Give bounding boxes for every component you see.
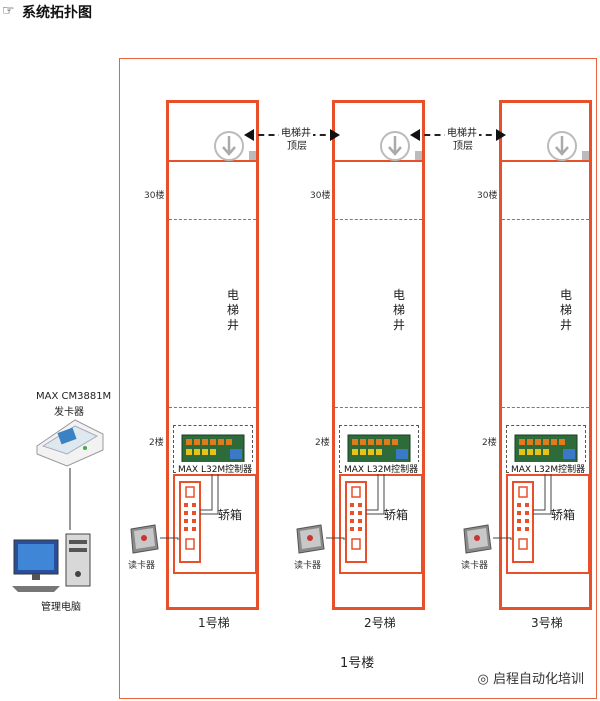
shaft-top-sublabel: 顶层 [451,137,475,152]
panel-buttons-icon [517,486,529,550]
floor-button-panel [179,481,201,563]
card-reader-label: 读卡器 [294,561,322,571]
car-label: 轿箱 [384,508,409,522]
floor-button-panel [512,481,534,563]
arrow-right-icon [330,129,340,141]
wiring-lines [326,474,385,540]
controller-box: MAX L32M控制器 [173,425,255,475]
card-reader-icon [296,524,325,554]
panel-buttons-icon [350,486,362,550]
controller-board-icon [347,434,411,464]
controller-box: MAX L32M控制器 [506,425,588,475]
arrow-right-icon [496,129,506,141]
shaft-label: 电梯井 [226,288,239,332]
elevator-car [339,474,423,574]
card-reader-label: 读卡器 [128,561,156,571]
controller-board-icon [181,434,245,464]
shaft-label: 电梯井 [559,288,572,332]
floor-2-label: 2楼 [482,438,497,448]
pulley-icon [380,131,422,161]
computer-icon [12,533,91,592]
floor-30-label: 30楼 [144,191,165,201]
pulley-icon [547,131,589,161]
floor-2-label: 2楼 [149,438,164,448]
building-frame [119,58,597,699]
shaft-label: 电梯井 [392,288,405,332]
controller-label: MAX L32M控制器 [509,462,588,475]
controller-box: MAX L32M控制器 [339,425,421,475]
watermark: ◎ 启程自动化培训 [477,672,585,687]
arrow-left-icon [244,129,254,141]
elevator-car [506,474,590,574]
elevator-label-2: 2号梯 [364,616,396,630]
page-title: 系统拓扑图 [22,5,92,21]
floor-30-label: 30楼 [477,191,498,201]
issuer-model-label: MAX CM3881M [36,391,112,402]
car-label: 轿箱 [218,508,243,522]
pulley-icon [214,131,256,161]
floor-button-panel [345,481,367,563]
shaft-top-label: 电梯井 [445,124,479,139]
wechat-icon: ◎ [477,672,493,687]
card-reader-label: 读卡器 [461,561,489,571]
card-issuer-icon [36,419,104,467]
elevator-label-3: 3号梯 [531,616,563,630]
pc-label: 管理电脑 [41,602,81,613]
shaft-top-sublabel: 顶层 [285,137,309,152]
floor-2-label: 2楼 [315,438,330,448]
controller-board-icon [514,434,578,464]
building-label: 1号楼 [340,656,375,671]
car-label: 轿箱 [551,508,576,522]
shaft-top-label: 电梯井 [279,124,313,139]
elevator-label-1: 1号梯 [198,616,230,630]
card-reader-icon [463,524,492,554]
wiring-lines [160,474,219,540]
wiring-lines [493,474,552,540]
arrow-left-icon [410,129,420,141]
pointing-hand-icon: ☞ [2,3,15,19]
elevator-car [173,474,257,574]
controller-label: MAX L32M控制器 [342,462,421,475]
panel-buttons-icon [184,486,196,550]
issuer-label: 发卡器 [54,407,84,418]
floor-30-label: 30楼 [310,191,331,201]
card-reader-icon [130,524,159,554]
controller-label: MAX L32M控制器 [176,462,255,475]
